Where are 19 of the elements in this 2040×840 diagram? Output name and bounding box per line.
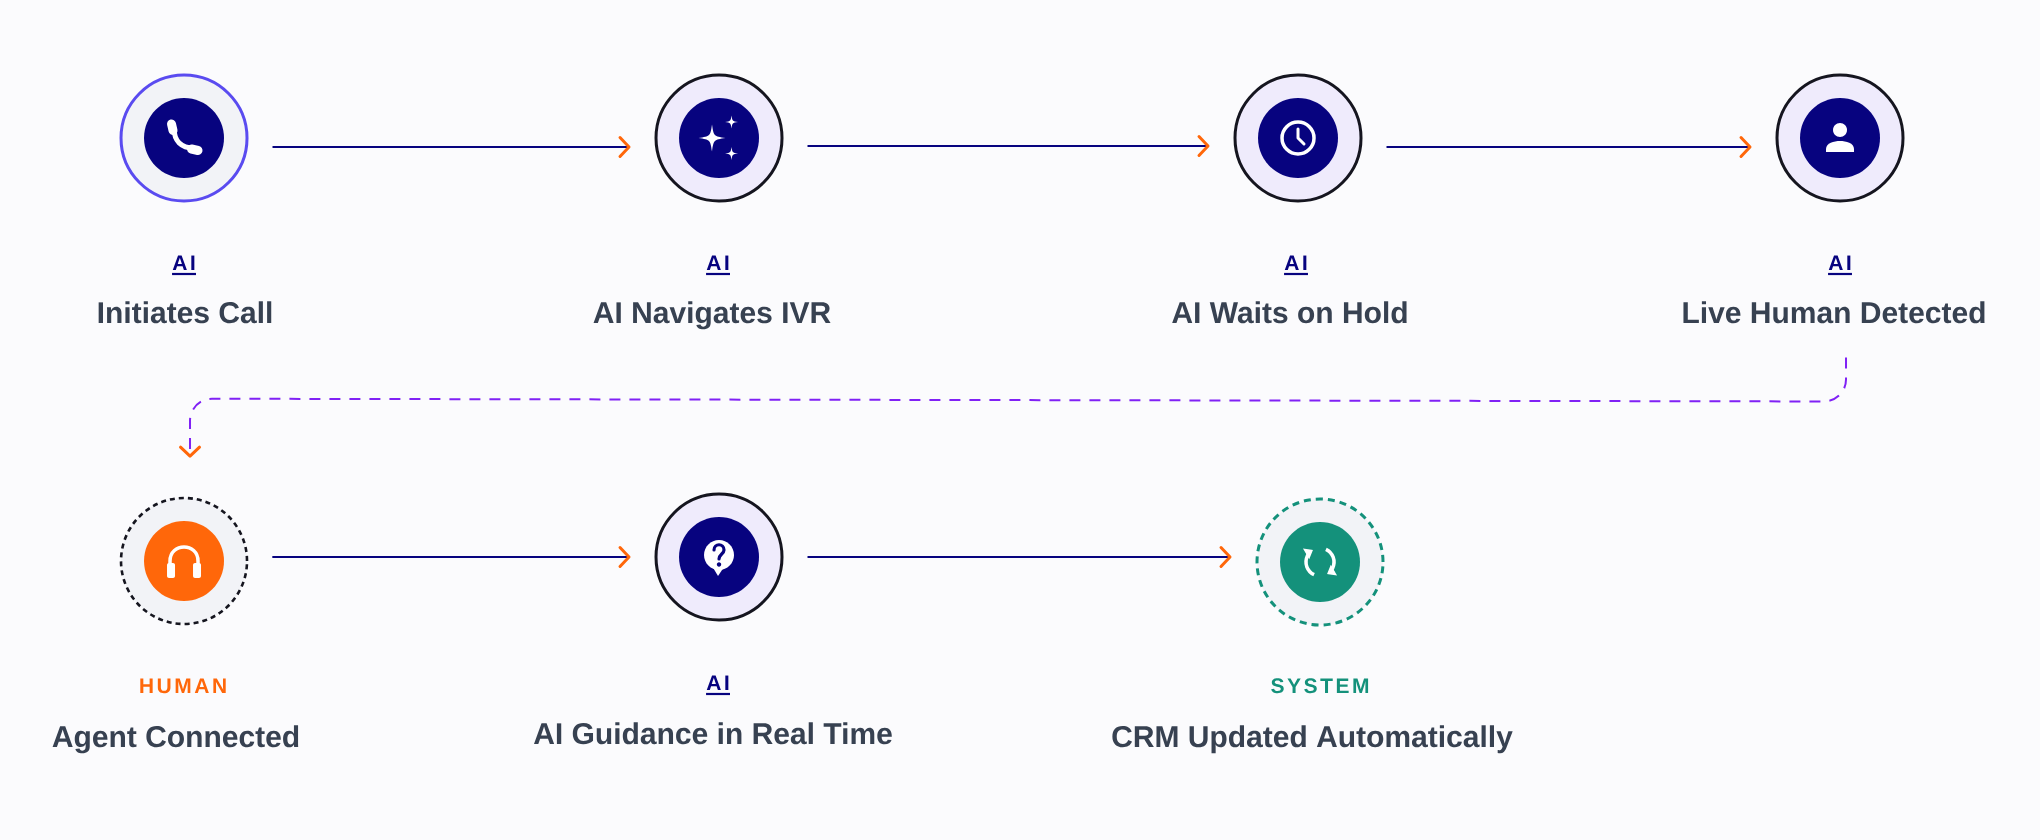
arrow [807, 135, 1210, 157]
role-label: AI [1828, 255, 1852, 276]
arrow [272, 136, 631, 158]
step-title: Agent Connected [52, 725, 299, 754]
arrow [807, 546, 1232, 568]
role-label: AI [706, 255, 730, 276]
role-label: SYSTEM [1271, 678, 1369, 694]
step-title: AI Navigates IVR [593, 301, 831, 330]
arrow [272, 546, 631, 568]
step-title: Live Human Detected [1683, 301, 1985, 324]
step-title: AI Guidance in Real Time [534, 722, 892, 745]
step-title: AI Waits on Hold [1172, 301, 1407, 324]
step-title: Initiates Call [98, 301, 272, 324]
role-label: HUMAN [140, 678, 226, 694]
role-label: AI [1284, 255, 1308, 276]
role-label: AI [706, 675, 730, 696]
step-title: CRM Updated Automatically [1112, 725, 1513, 754]
role-label: AI [172, 255, 196, 276]
arrow [1386, 136, 1752, 158]
